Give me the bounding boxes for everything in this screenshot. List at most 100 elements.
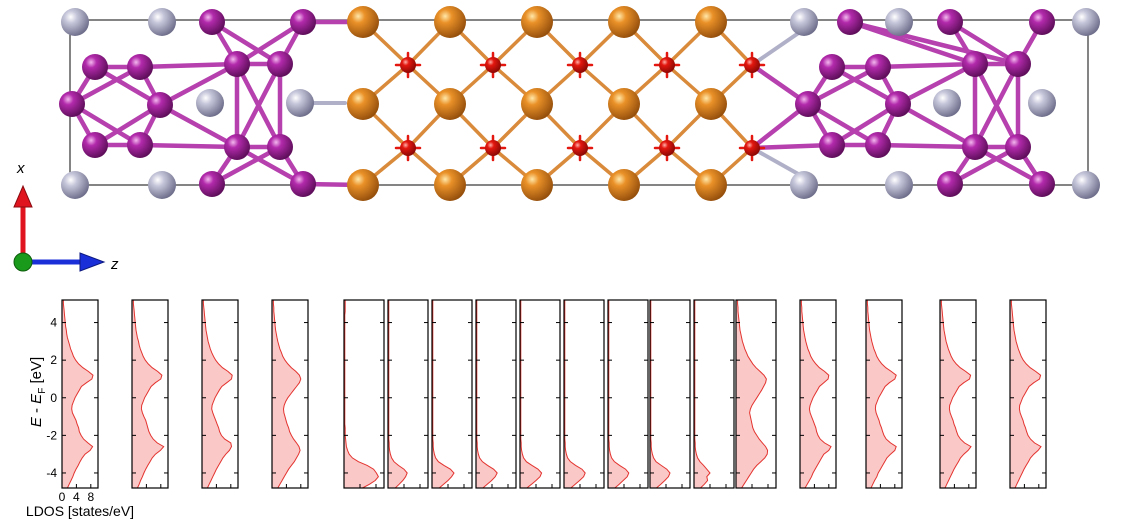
ldos-area xyxy=(344,300,379,488)
orange-atom xyxy=(608,88,640,120)
orange-atom xyxy=(521,6,553,38)
ldos-panel xyxy=(431,299,473,489)
ldos-curve xyxy=(476,300,498,489)
orange-atom xyxy=(695,6,727,38)
ldos-area xyxy=(476,300,498,488)
ldos-panel-frame xyxy=(563,299,605,489)
red-atom xyxy=(485,57,501,73)
magenta-atom xyxy=(885,91,911,117)
ldos-panel-frame xyxy=(475,299,517,489)
red-atom xyxy=(744,57,760,73)
bond xyxy=(234,61,283,150)
magenta-atom xyxy=(865,132,891,158)
ldos-panel-frame xyxy=(865,299,903,489)
orange-atom xyxy=(347,6,379,38)
ldos-curve xyxy=(344,300,380,489)
orange-atom xyxy=(434,169,466,201)
magenta-atom xyxy=(199,9,225,35)
ldos-area xyxy=(608,300,629,488)
ldos-panel xyxy=(649,299,691,489)
orange-atom xyxy=(521,169,553,201)
gray-atom xyxy=(61,171,89,199)
ldos-panel xyxy=(1009,299,1047,489)
ldos-panel xyxy=(693,299,735,489)
bond xyxy=(234,19,306,67)
bond xyxy=(750,146,802,177)
ldos-panel-frame xyxy=(693,299,735,489)
bond xyxy=(947,19,1021,67)
atoms xyxy=(59,6,1100,201)
ldos-panel-frame xyxy=(431,299,473,489)
magenta-atom xyxy=(147,92,173,118)
ldos-area xyxy=(866,300,897,488)
gray-atom xyxy=(790,171,818,199)
ldos-curve xyxy=(132,300,165,489)
ldos-panel-frame xyxy=(201,299,239,489)
ldos-area xyxy=(650,300,670,488)
gray-atom xyxy=(1072,171,1100,199)
ldos-area xyxy=(388,300,408,488)
magenta-atom xyxy=(819,132,845,158)
bond xyxy=(157,61,240,108)
ldos-panel xyxy=(799,299,837,489)
orange-atom xyxy=(347,88,379,120)
bond xyxy=(895,101,978,150)
magenta-atom xyxy=(819,54,845,80)
ldos-curve xyxy=(388,300,408,489)
ldos-panel xyxy=(563,299,605,489)
magenta-atom xyxy=(962,51,988,77)
gray-atom xyxy=(1072,8,1100,36)
crystal-structure: x z xyxy=(13,6,1100,273)
gray-atom xyxy=(885,8,913,36)
ldos-area xyxy=(800,300,831,488)
gray-atom xyxy=(790,8,818,36)
bond xyxy=(157,102,240,150)
y-tick-label: 4 xyxy=(50,316,57,330)
ldos-panel xyxy=(865,299,903,489)
orange-atom xyxy=(695,88,727,120)
magenta-atom xyxy=(127,54,153,80)
magenta-atom xyxy=(267,134,293,160)
y-tick-label: -4 xyxy=(46,466,57,480)
ldos-y-axis-label: E - EF [eV] xyxy=(28,357,48,427)
ldos-curve xyxy=(520,300,543,489)
magenta-atom xyxy=(290,9,316,35)
magenta-atom xyxy=(224,51,250,77)
ldos-panel-frame xyxy=(387,299,429,489)
orange-atom xyxy=(347,169,379,201)
ldos-area xyxy=(694,300,710,488)
bond xyxy=(749,142,835,151)
magenta-atom xyxy=(127,132,153,158)
ldos-curve xyxy=(608,300,630,489)
z-axis-arrow-head xyxy=(79,252,106,272)
magenta-atom xyxy=(1005,134,1031,160)
ldos-panel-frame xyxy=(939,299,977,489)
orange-atom xyxy=(695,169,727,201)
bond xyxy=(137,142,240,150)
ldos-curve xyxy=(650,300,671,489)
gray-atom xyxy=(148,171,176,199)
bond xyxy=(972,61,1021,150)
orange-atom xyxy=(608,169,640,201)
gray-atom xyxy=(196,89,224,117)
ldos-curve xyxy=(202,300,233,489)
gray-atom xyxy=(885,171,913,199)
ldos-curve xyxy=(272,300,302,489)
ldos-panel xyxy=(607,299,649,489)
gray-atom xyxy=(286,89,314,117)
magenta-atom xyxy=(865,54,891,80)
ldos-area xyxy=(520,300,542,488)
ldos-panel xyxy=(343,299,385,489)
x-tick-label: 4 xyxy=(73,490,80,504)
ldos-area xyxy=(940,300,971,488)
magenta-atom xyxy=(290,171,316,197)
ldos-area xyxy=(564,300,586,488)
magenta-atom xyxy=(199,171,225,197)
red-atom xyxy=(400,140,416,156)
x-tick-label: 8 xyxy=(87,490,94,504)
red-atom xyxy=(659,140,675,156)
x-axis-label: x xyxy=(16,160,25,177)
red-atom xyxy=(572,57,588,73)
